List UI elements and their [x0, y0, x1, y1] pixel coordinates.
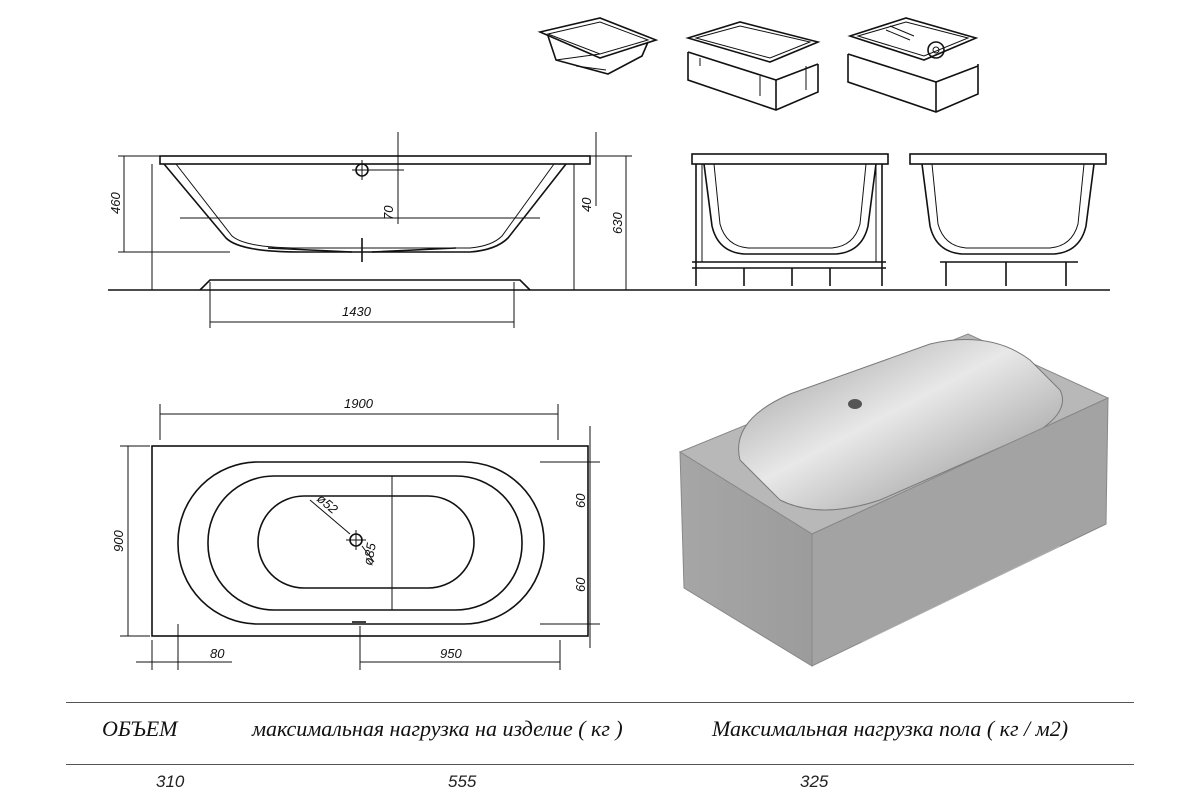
specs-table: ОБЪЕМ максимальная нагрузка на изделие (…: [66, 702, 1134, 800]
table-top-rule: [66, 702, 1134, 703]
header-max-load-product: максимальная нагрузка на изделие ( кг ): [252, 716, 623, 741]
value-max-load-product: 555: [448, 772, 477, 791]
dim-drain-950: 950: [440, 646, 462, 661]
thumbnail-bathtub-frame-panel: [847, 17, 979, 113]
thumbnail-bathtub-frame: [685, 21, 821, 111]
dim-side-bottom-60: 60: [573, 577, 588, 592]
dim-height-630: 630: [610, 212, 625, 234]
value-volume: 310: [156, 772, 185, 791]
value-max-load-floor: 325: [800, 772, 829, 791]
header-max-load-floor: Максимальная нагрузка пола ( кг / м2): [712, 716, 1069, 741]
bathtub-3d-render: [678, 333, 1110, 667]
dim-drain-diam: ø85: [360, 541, 379, 566]
table-mid-rule: [66, 764, 1134, 765]
dim-overflow-diam: ø52: [314, 491, 341, 517]
end-elevation-plain: [909, 153, 1107, 286]
dim-length-1900: 1900: [344, 396, 374, 411]
side-elevation-long: 460 70 40 630 1430: [108, 132, 1110, 328]
header-volume: ОБЪЕМ: [102, 716, 178, 741]
dim-rim-40: 40: [579, 197, 594, 212]
end-elevation-frame: [691, 153, 889, 286]
dim-side-top-60: 60: [573, 493, 588, 508]
dim-overflow-70: 70: [381, 205, 396, 220]
dim-bottom-1430: 1430: [342, 304, 372, 319]
technical-drawing: 460 70 40 630 1430: [108, 17, 1110, 670]
dim-width-900: 900: [111, 530, 126, 552]
dim-edge-80: 80: [210, 646, 225, 661]
plan-view: 1900 900 60 60 ø52 ø85 80 950: [111, 396, 600, 670]
dim-height-460: 460: [108, 192, 123, 214]
thumbnail-bathtub-only: [537, 17, 659, 75]
